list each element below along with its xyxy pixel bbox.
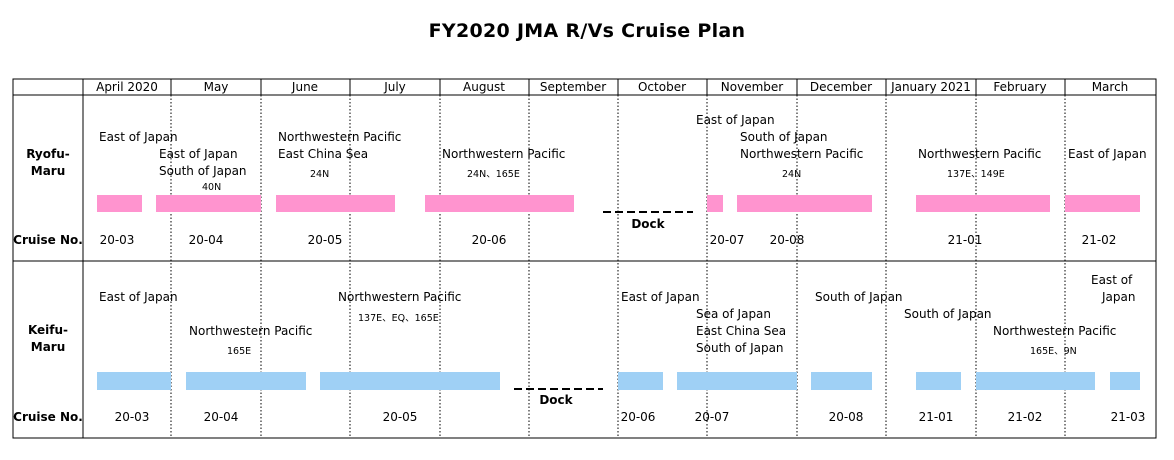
ryofu-note: Northwestern Pacific <box>918 147 1041 161</box>
ryofu-bar-21-01 <box>916 195 1050 212</box>
ryofu-note: East China Sea <box>278 147 368 161</box>
ryofu-note: East of Japan <box>159 147 238 161</box>
keifu-note: 165E <box>227 346 251 357</box>
keifu-bar-20-07 <box>677 372 797 390</box>
month-april: April 2020 <box>96 80 158 94</box>
keifu-note: Northwestern Pacific <box>993 324 1116 338</box>
month-august: August <box>463 80 505 94</box>
ryofu-note: East of Japan <box>99 130 178 144</box>
ryofu-bar-20-03 <box>97 195 142 212</box>
keifu-note: Northwestern Pacific <box>189 324 312 338</box>
keifu-cruise-number: 20-08 <box>829 410 864 424</box>
ryofu-cruise-bars <box>97 195 1140 212</box>
month-october: October <box>638 80 686 94</box>
ryofu-cruise-number: 20-06 <box>472 233 507 247</box>
ryofu-bar-20-06 <box>425 195 574 212</box>
month-may: May <box>204 80 229 94</box>
keifu-bar-20-06 <box>618 372 663 390</box>
keifu-bar-20-03 <box>97 372 171 390</box>
keifu-cruise-numbers: 20-03 20-04 20-05 20-06 20-07 20-08 21-0… <box>115 410 1146 424</box>
ryofu-note: 24N、165E <box>467 169 520 180</box>
keifu-cruise-label: Cruise No. <box>13 410 83 424</box>
keifu-cruise-number: 21-02 <box>1008 410 1043 424</box>
ryofu-bar-20-04 <box>156 195 261 212</box>
ryofu-cruise-number: 21-02 <box>1082 233 1117 247</box>
ryofu-note: 24N <box>782 169 801 180</box>
month-gridlines <box>170 95 1066 438</box>
ryofu-bar-21-02 <box>1065 195 1140 212</box>
keifu-cruise-number: 20-03 <box>115 410 150 424</box>
keifu-dock-label: Dock <box>539 393 573 407</box>
keifu-cruise-bars <box>97 372 1140 390</box>
keifu-bar-21-02 <box>976 372 1095 390</box>
ryofu-cruise-number: 21-01 <box>948 233 983 247</box>
month-december: December <box>810 80 872 94</box>
keifu-note: East of Japan <box>621 290 700 304</box>
keifu-bar-20-05 <box>320 372 500 390</box>
keifu-note: East of Japan <box>99 290 178 304</box>
ryofu-dock-label: Dock <box>631 217 665 231</box>
keifu-note: Japan <box>1101 290 1135 304</box>
ryofu-cruise-number: 20-03 <box>100 233 135 247</box>
ryofu-bar-20-07 <box>707 195 723 212</box>
month-february: February <box>993 80 1046 94</box>
month-november: November <box>721 80 783 94</box>
ryofu-bar-20-05 <box>276 195 395 212</box>
month-june: June <box>291 80 318 94</box>
ryofu-note: 40N <box>202 182 221 193</box>
keifu-bar-21-01 <box>916 372 961 390</box>
ryofu-notes: East of Japan East of Japan South of Jap… <box>99 113 1147 193</box>
month-july: July <box>383 80 406 94</box>
month-header-separators <box>170 79 1066 95</box>
keifu-bar-20-08 <box>811 372 872 390</box>
ryofu-label-line2: Maru <box>31 164 66 178</box>
ryofu-cruise-number: 20-04 <box>189 233 224 247</box>
ryofu-note: South of Japan <box>740 130 828 144</box>
keifu-note: 165E、9N <box>1030 346 1077 357</box>
keifu-cruise-number: 21-03 <box>1111 410 1146 424</box>
keifu-label-line2: Maru <box>31 340 66 354</box>
ryofu-note: Northwestern Pacific <box>740 147 863 161</box>
month-march: March <box>1092 80 1129 94</box>
keifu-cruise-number: 21-01 <box>919 410 954 424</box>
month-january: January 2021 <box>890 80 971 94</box>
ryofu-cruise-number: 20-05 <box>308 233 343 247</box>
ryofu-cruise-number: 20-08 <box>770 233 805 247</box>
ryofu-note: East of Japan <box>696 113 775 127</box>
keifu-cruise-number: 20-05 <box>383 410 418 424</box>
keifu-note: East of <box>1091 273 1133 287</box>
keifu-cruise-number: 20-06 <box>621 410 656 424</box>
keifu-note: Northwestern Pacific <box>338 290 461 304</box>
keifu-note: Sea of Japan <box>696 307 771 321</box>
ryofu-note: Northwestern Pacific <box>442 147 565 161</box>
ryofu-bar-20-08 <box>737 195 872 212</box>
ryofu-note: East of Japan <box>1068 147 1147 161</box>
month-september: September <box>540 80 606 94</box>
ryofu-note: South of Japan <box>159 164 247 178</box>
ryofu-note: 24N <box>310 169 329 180</box>
table-frame <box>12 78 1157 439</box>
ryofu-note: 137E、149E <box>947 169 1005 180</box>
ryofu-cruise-number: 20-07 <box>710 233 745 247</box>
keifu-bar-21-03 <box>1110 372 1140 390</box>
keifu-note: East China Sea <box>696 324 786 338</box>
keifu-note: South of Japan <box>904 307 992 321</box>
keifu-bar-20-04 <box>186 372 306 390</box>
keifu-cruise-number: 20-07 <box>695 410 730 424</box>
keifu-notes: East of Japan Northwestern Pacific 165E … <box>99 273 1135 357</box>
ryofu-note: Northwestern Pacific <box>278 130 401 144</box>
keifu-label-line1: Keifu- <box>28 323 68 337</box>
ryofu-label-line1: Ryofu- <box>26 147 70 161</box>
keifu-cruise-number: 20-04 <box>204 410 239 424</box>
ryofu-cruise-label: Cruise No. <box>13 233 83 247</box>
keifu-note: South of Japan <box>815 290 903 304</box>
keifu-note: 137E、EQ、165E <box>358 313 439 324</box>
page-title: FY2020 JMA R/Vs Cruise Plan <box>428 20 746 42</box>
ryofu-cruise-numbers: 20-03 20-04 20-05 20-06 20-07 20-08 21-0… <box>100 233 1117 247</box>
keifu-note: South of Japan <box>696 341 784 355</box>
